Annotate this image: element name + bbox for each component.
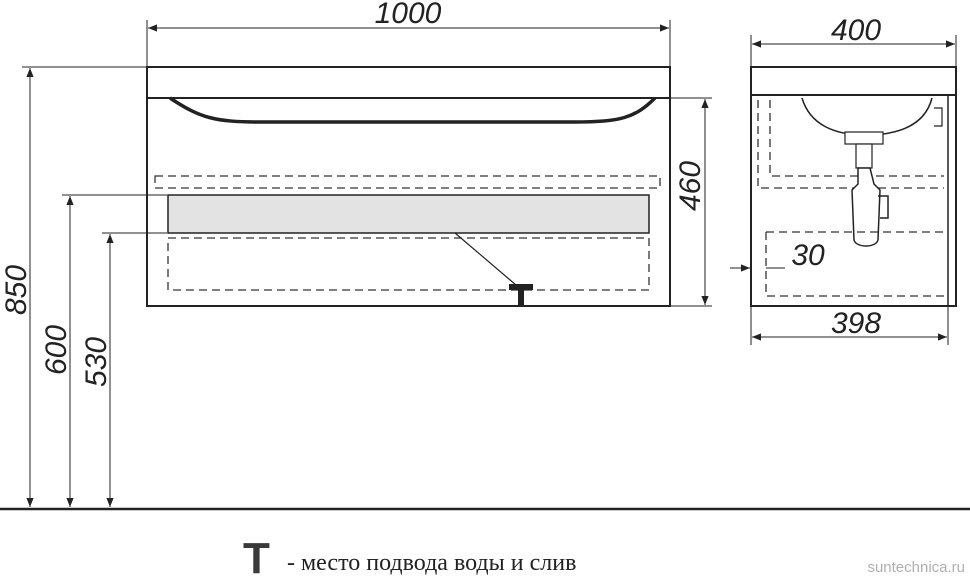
front-countertop — [146, 66, 671, 99]
dimension-front-width-label: 1000 — [375, 0, 442, 30]
side-drain-fitting — [844, 131, 884, 145]
dimension-depth-top: 400 — [750, 14, 957, 66]
front-basin-curve — [169, 96, 657, 124]
side-drain-neck — [855, 143, 873, 169]
dimension-depth-bottom: 398 — [750, 306, 949, 345]
side-basin-bowl — [801, 97, 933, 136]
side-tap-detail — [934, 107, 943, 127]
dimension-drain-bottom-height: 530 — [80, 232, 167, 507]
dimension-offset: 30 — [730, 239, 825, 272]
dimension-cabinet-height-label: 460 — [674, 161, 707, 211]
legend: T - место подвода воды и слив — [243, 534, 576, 578]
front-drain-leader — [454, 232, 517, 286]
side-cabinet-body — [750, 94, 957, 307]
dimension-cabinet-height: 460 — [671, 97, 712, 307]
dimension-offset-label: 30 — [791, 239, 825, 272]
legend-symbol: T — [243, 534, 270, 578]
front-cabinet-body — [146, 97, 671, 307]
side-countertop — [750, 66, 957, 96]
dimension-total-height-label: 850 — [0, 265, 33, 315]
front-view — [146, 66, 671, 307]
front-lower-drawer-outline — [167, 237, 650, 291]
legend-description: - место подвода воды и слив — [287, 550, 576, 576]
side-lower-drawer-outline — [765, 231, 944, 297]
dimension-front-width: 1000 — [146, 0, 671, 66]
dimension-total-height: 850 — [0, 66, 146, 507]
dimension-depth-top-label: 400 — [831, 14, 881, 47]
side-siphon-trap — [851, 167, 881, 247]
front-drain-zone — [167, 194, 650, 234]
side-siphon-outlet — [878, 195, 889, 219]
side-view — [750, 66, 957, 307]
dimension-depth-bottom-label: 398 — [831, 307, 881, 340]
dimension-drain-top-height-label: 600 — [40, 325, 73, 375]
dimension-drain-bottom-height-label: 530 — [80, 337, 113, 387]
watermark: suntechnica.ru — [867, 559, 965, 576]
side-upper-drawer-outline — [757, 100, 944, 189]
front-upper-drawer-outline — [154, 175, 661, 189]
front-t-symbol — [509, 284, 533, 305]
dimension-drain-top-height: 600 — [40, 194, 167, 507]
